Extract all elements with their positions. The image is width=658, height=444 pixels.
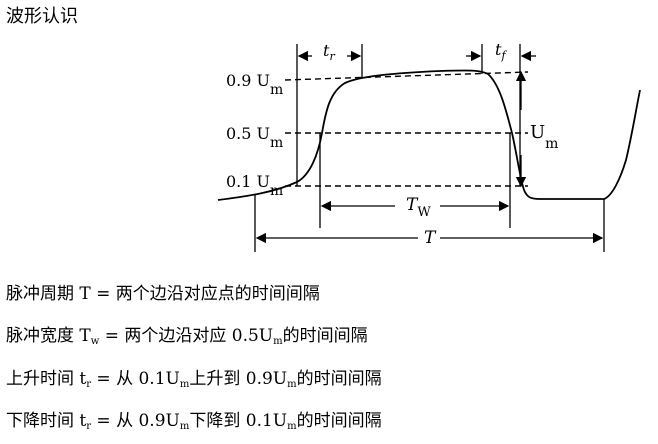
label-um: Um xyxy=(530,122,558,152)
definition-rise-time: 上升时间 tr = 从 0.1Um上升到 0.9Um的时间间隔 xyxy=(6,369,382,390)
label-tw: TW xyxy=(406,195,431,220)
definition-period: 脉冲周期 T = 两个边沿对应点的时间间隔 xyxy=(6,284,320,304)
label-01um: 0.1 Um xyxy=(226,172,283,199)
label-tf: tf xyxy=(495,40,507,62)
level-09-line xyxy=(284,71,529,81)
label-09um: 0.9 Um xyxy=(226,71,283,98)
definition-fall-time: 下降时间 tr = 从 0.9Um下降到 0.1Um的时间间隔 xyxy=(6,411,382,432)
definition-width: 脉冲宽度 Tw = 两个边沿对应 0.5Um的时间间隔 xyxy=(6,326,368,347)
page-heading: 波形认识 xyxy=(6,6,78,27)
label-tr: tr xyxy=(323,41,335,63)
label-t: T xyxy=(424,228,437,248)
label-05um: 0.5 Um xyxy=(226,124,283,151)
